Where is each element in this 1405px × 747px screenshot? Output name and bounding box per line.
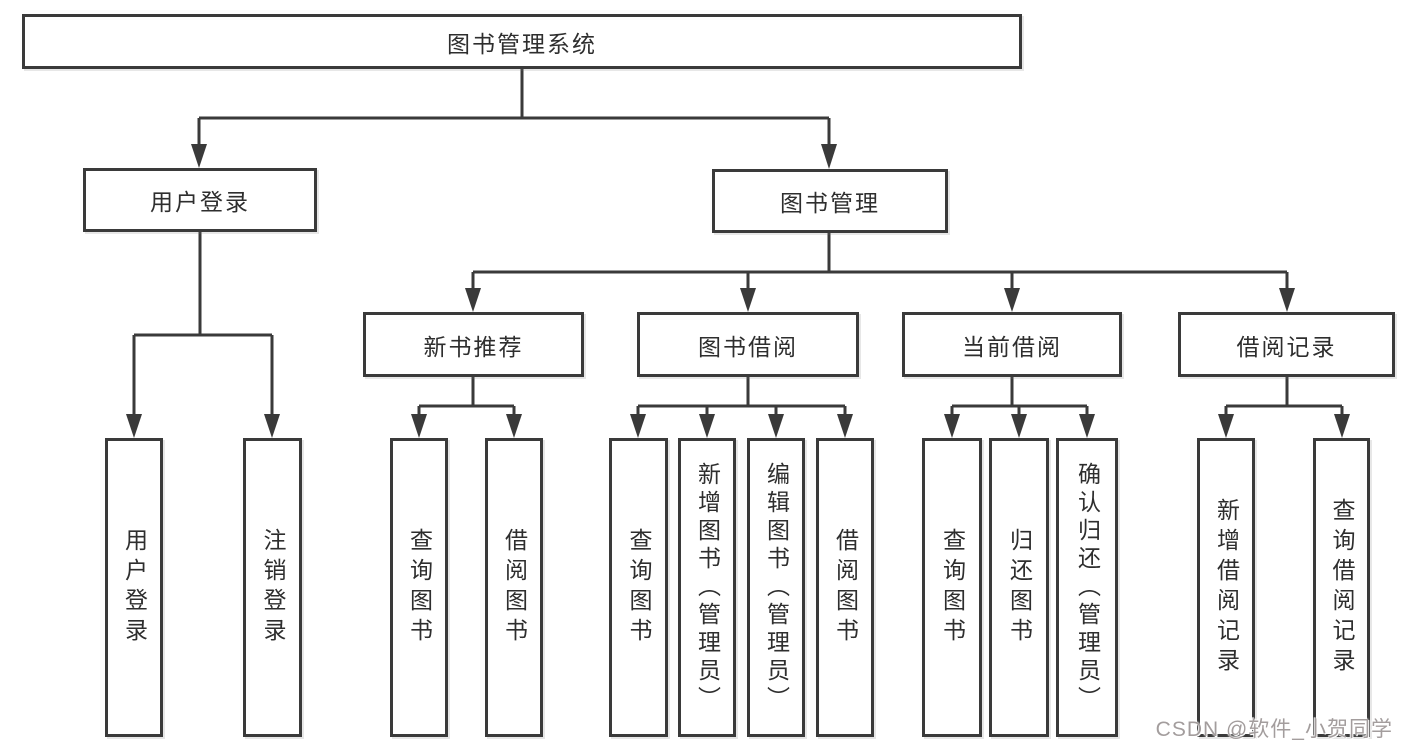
- node-leaf-query-book-3-label: 查询图书: [939, 527, 966, 648]
- node-book-mgmt-label: 图书管理: [780, 190, 880, 216]
- node-leaf-edit-book-label: 编辑图书（管理员）: [763, 461, 790, 714]
- arrowhead-icon: [699, 414, 715, 438]
- node-leaf-confirm-return-label: 确认归还（管理员）: [1074, 461, 1101, 714]
- arrowhead-icon: [191, 144, 207, 168]
- node-root-label: 图书管理系统: [447, 30, 597, 57]
- node-leaf-query-book-1-label: 查询图书: [406, 527, 433, 648]
- arrowhead-icon: [465, 288, 481, 312]
- arrowhead-icon: [821, 144, 837, 169]
- arrowhead-icon: [506, 414, 522, 438]
- node-leaf-edit-book: 编辑图书（管理员）: [747, 438, 805, 737]
- connector-borrow-records-branch: [1218, 377, 1350, 438]
- arrowhead-icon: [1011, 414, 1027, 438]
- connector-book-mgmt-branch: [465, 233, 1295, 312]
- node-current-borrow-label: 当前借阅: [962, 333, 1062, 360]
- connector-user-login-branch: [126, 232, 280, 438]
- arrowhead-icon: [264, 414, 280, 438]
- node-leaf-logout-label: 注销登录: [260, 527, 286, 648]
- node-leaf-borrow-book-1: 借阅图书: [485, 438, 543, 737]
- connector-new-book-rec-branch: [411, 377, 522, 438]
- node-user-login-label: 用户登录: [150, 189, 250, 215]
- arrowhead-icon: [1334, 414, 1350, 438]
- node-leaf-query-book-3: 查询图书: [922, 438, 982, 737]
- node-leaf-borrow-book-1-label: 借阅图书: [501, 527, 528, 648]
- node-root: 图书管理系统: [22, 14, 1022, 69]
- csdn-watermark: CSDN @软件_小贺同学: [1155, 718, 1393, 741]
- node-leaf-logout: 注销登录: [243, 438, 302, 737]
- node-leaf-borrow-book-2: 借阅图书: [816, 438, 874, 737]
- arrowhead-icon: [1218, 414, 1234, 438]
- node-leaf-query-book-2: 查询图书: [609, 438, 668, 737]
- arrowhead-icon: [837, 414, 853, 438]
- arrowhead-icon: [1279, 288, 1295, 312]
- node-borrow-records-label: 借阅记录: [1236, 333, 1337, 360]
- arrowhead-icon: [1079, 414, 1095, 438]
- connector-book-borrow-branch: [630, 377, 853, 438]
- arrowhead-icon: [411, 414, 427, 438]
- node-current-borrow: 当前借阅: [902, 312, 1122, 377]
- node-leaf-return-book-label: 归还图书: [1006, 527, 1033, 648]
- node-book-mgmt: 图书管理: [712, 169, 948, 233]
- arrowhead-icon: [126, 414, 142, 438]
- node-leaf-user-login: 用户登录: [105, 438, 163, 737]
- arrowhead-icon: [630, 414, 646, 438]
- arrowhead-icon: [1004, 288, 1020, 312]
- connector-current-borrow-branch: [944, 377, 1095, 438]
- node-leaf-query-record: 查询借阅记录: [1313, 438, 1370, 737]
- node-book-borrow-label: 图书借阅: [698, 333, 798, 360]
- node-book-borrow: 图书借阅: [637, 312, 859, 377]
- node-borrow-records: 借阅记录: [1178, 312, 1395, 377]
- arrowhead-icon: [740, 288, 756, 312]
- node-user-login: 用户登录: [83, 168, 317, 232]
- connector-root-branch: [191, 69, 837, 169]
- node-leaf-query-book-1: 查询图书: [390, 438, 448, 737]
- node-leaf-add-record-label: 新增借阅记录: [1213, 497, 1240, 678]
- node-leaf-confirm-return: 确认归还（管理员）: [1056, 438, 1118, 737]
- node-leaf-add-book: 新增图书（管理员）: [678, 438, 736, 737]
- node-leaf-add-book-label: 新增图书（管理员）: [694, 461, 721, 714]
- arrowhead-icon: [944, 414, 960, 438]
- arrowhead-icon: [768, 414, 784, 438]
- node-leaf-add-record: 新增借阅记录: [1197, 438, 1255, 737]
- node-leaf-query-record-label: 查询借阅记录: [1329, 497, 1355, 678]
- node-new-book-rec: 新书推荐: [363, 312, 584, 377]
- node-new-book-rec-label: 新书推荐: [423, 333, 524, 360]
- node-leaf-query-book-2-label: 查询图书: [626, 527, 652, 648]
- node-leaf-user-login-label: 用户登录: [121, 527, 148, 648]
- node-leaf-return-book: 归还图书: [989, 438, 1049, 737]
- node-leaf-borrow-book-2-label: 借阅图书: [832, 527, 859, 648]
